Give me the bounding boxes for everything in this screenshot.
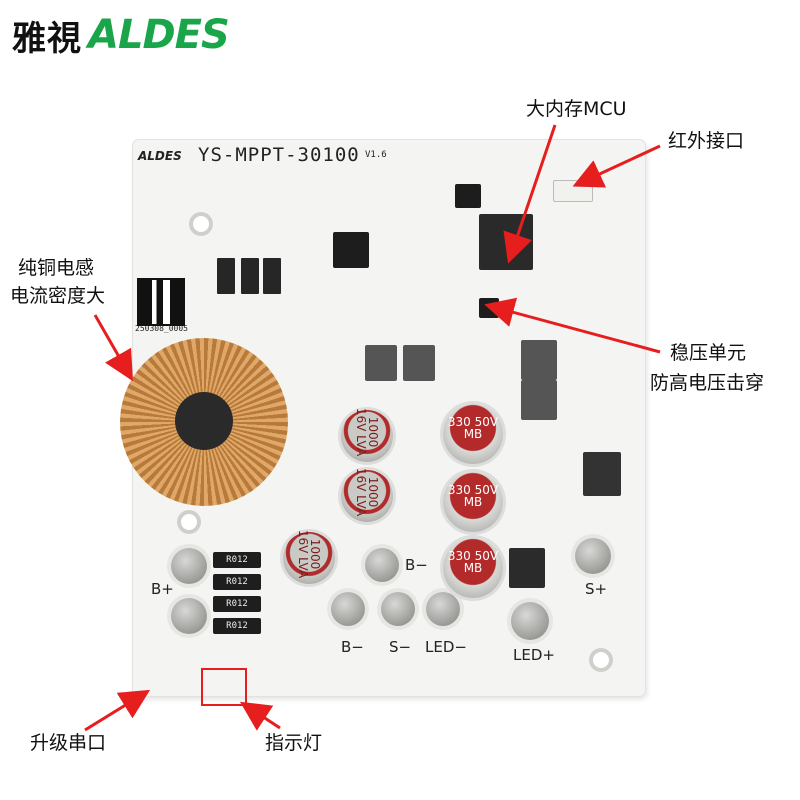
switch-component <box>455 184 481 208</box>
board-silk-logo: ALDES <box>138 149 182 163</box>
smd-component <box>263 258 281 294</box>
callout-regulator-2: 防高电压击穿 <box>650 372 765 394</box>
capacitor-1000uf: 1000 16V LVA <box>341 468 393 522</box>
terminal-pad-b-minus <box>365 548 399 582</box>
terminal-pad-led-minus <box>426 592 460 626</box>
terminal-pad-b-plus-1 <box>171 548 207 584</box>
board-version-label: V1.6 <box>365 150 387 160</box>
inductor-core <box>175 392 233 450</box>
mosfet <box>365 345 397 381</box>
arrow-ir <box>572 144 661 188</box>
capacitor-330uf: 330 50V MB <box>443 538 503 598</box>
capacitor-330uf: 330 50V MB <box>443 404 503 464</box>
callout-indicator: 指示灯 <box>265 732 323 754</box>
mounting-hole <box>177 510 201 534</box>
terminal-label-b-minus: B− <box>405 556 428 574</box>
brand-logo: 雅視 ALDES <box>12 10 230 60</box>
mosfet <box>521 340 557 380</box>
sense-resistor: R012 <box>213 596 261 612</box>
callout-regulator-1: 稳压单元 <box>670 342 747 364</box>
callout-upgrade: 升级串口 <box>30 732 107 754</box>
arrow-copper <box>93 314 133 382</box>
terminal-pad-led-plus <box>511 602 549 640</box>
qr-code-text: 250308_0005 <box>135 324 188 333</box>
terminal-label-led-plus: LED+ <box>513 646 555 664</box>
callout-copper-2: 电流密度大 <box>10 285 106 307</box>
smd-component <box>241 258 259 294</box>
terminal-pad-s-plus <box>575 538 611 574</box>
indicator-highlight-box <box>201 668 247 706</box>
sense-resistor: R012 <box>213 552 261 568</box>
terminal-label-b-minus-2: B− <box>341 638 364 656</box>
mounting-hole <box>589 648 613 672</box>
arrow-regulator <box>484 297 661 354</box>
terminal-label-b-plus: B+ <box>151 580 174 598</box>
callout-ir: 红外接口 <box>668 130 745 152</box>
capacitor-330uf: 330 50V MB <box>443 472 503 532</box>
terminal-pad-s-minus <box>381 592 415 626</box>
mosfet <box>583 452 621 496</box>
callout-mcu: 大内存MCU <box>526 98 627 120</box>
arrow-mcu <box>503 124 557 264</box>
callout-copper-1: 纯铜电感 <box>18 257 95 279</box>
terminal-label-led-minus: LED− <box>425 638 467 656</box>
terminal-label-s-minus: S− <box>389 638 412 656</box>
terminal-label-s-plus: S+ <box>585 580 608 598</box>
arrow-indicator <box>239 701 281 731</box>
capacitor-1000uf: 1000 16V LVA <box>341 408 393 462</box>
mosfet <box>403 345 435 381</box>
mosfet <box>509 548 545 588</box>
sense-resistor: R012 <box>213 574 261 590</box>
terminal-pad-b-plus-2 <box>171 598 207 634</box>
sense-resistor: R012 <box>213 618 261 634</box>
brand-en-name: ALDES <box>88 12 230 58</box>
board-model-label: YS-MPPT-30100 <box>198 144 360 166</box>
ic-chip <box>333 232 369 268</box>
smd-component <box>217 258 235 294</box>
terminal-pad-b-minus-2 <box>331 592 365 626</box>
brand-cn-name: 雅視 <box>12 18 82 59</box>
mosfet <box>521 380 557 420</box>
capacitor-1000uf: 1000 16V LVA <box>283 530 335 584</box>
qr-code <box>137 278 185 326</box>
mounting-hole <box>189 212 213 236</box>
arrow-upgrade <box>84 689 151 732</box>
